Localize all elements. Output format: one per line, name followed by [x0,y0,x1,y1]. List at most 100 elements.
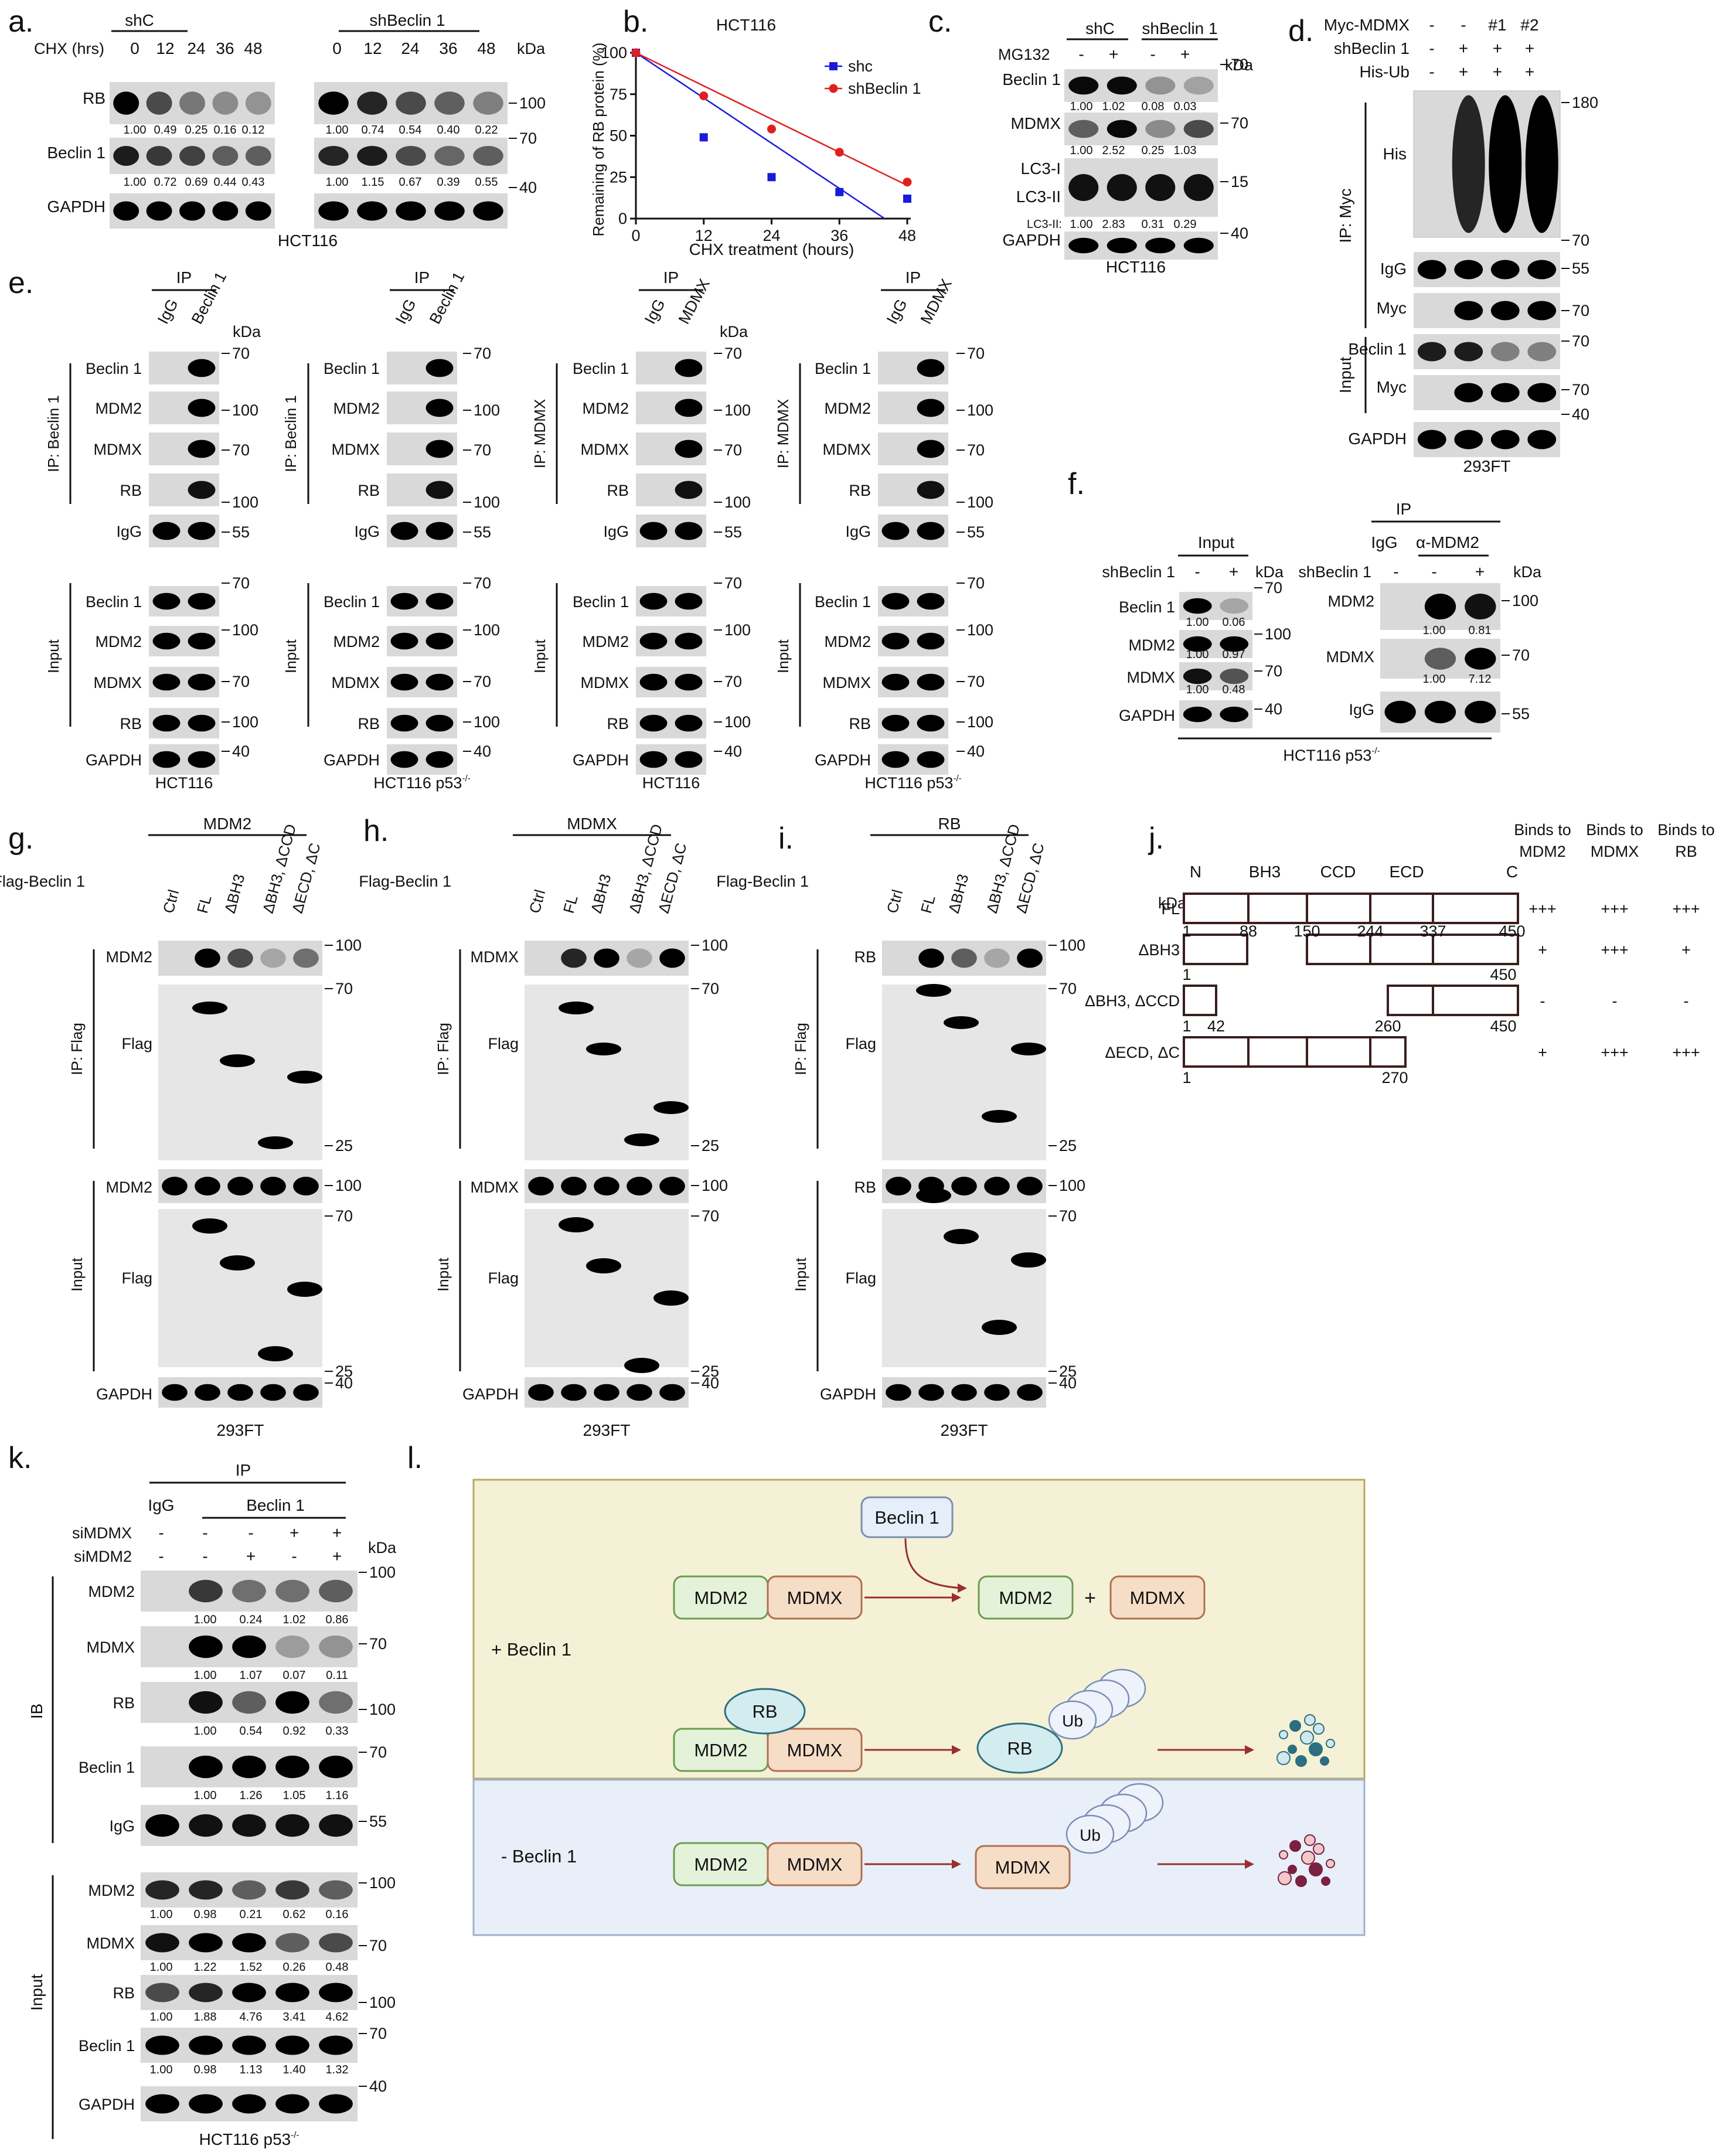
blot-a-bec-shb-band [357,145,387,166]
quant-value: 0.16 [326,1908,349,1921]
binding-score: +++ [1601,1044,1628,1061]
marker-label: 100 [724,401,751,419]
marker-label: 100 [232,621,258,639]
condition-label: siMDM2 [74,1548,132,1565]
blot-d-gapdh-band [1417,430,1446,449]
marker-label: 55 [1512,705,1530,723]
quant-value: 1.15 [362,176,384,189]
marker-label: 70 [474,673,491,690]
sign-label: + [1525,63,1534,81]
binding-score: - [1684,992,1689,1010]
blot-input-target-band [594,1177,619,1195]
blot-d-his-band [1489,95,1522,233]
blot-ip-target-band [1017,948,1043,968]
degraded-fragment [1301,1851,1315,1865]
residue-number: 260 [1374,1017,1401,1035]
construct-decdc [1183,1036,1407,1068]
marker-label: 100 [1512,592,1538,609]
cell-line-label: HCT116 p53-/- [373,774,470,792]
construct-dbh3-b [1306,934,1519,965]
marker-label: 40 [519,179,537,196]
blot-gapdh-band [627,1384,652,1401]
blot-e-input-band [152,632,181,650]
quant-value: 1.40 [283,2063,306,2076]
blot-k-ib-band [189,1755,223,1779]
sign-label: - [1078,45,1084,63]
row-label: GAPDH [324,751,380,769]
row-label: GAPDH [86,751,142,769]
quant-value: 1.52 [240,1961,263,1974]
marker-label: 40 [1572,406,1589,423]
quant-value: 1.00 [1070,100,1093,113]
ub-chain-circle [1048,1700,1097,1740]
marker-label: 100 [967,621,993,639]
construct-name: FL [1161,900,1180,918]
row-label: MDMX [823,674,871,692]
row-label: MDMX [471,948,519,966]
quant-value: 0.03 [1174,100,1197,113]
blot-e-ip-band [675,440,703,458]
quant-value: 1.07 [240,1669,263,1682]
row-label: MDM2 [1129,636,1176,654]
input-label: Input [28,1974,46,2011]
kda-label: kDa [720,323,748,340]
fit-line-1 [635,52,908,186]
sign-label: + [1493,63,1502,81]
blot-k-ib-band [275,1814,309,1837]
cell-line-label: HCT116 [1106,258,1166,276]
quant-value: 4.76 [240,2011,263,2024]
quant-value: 1.00 [124,124,147,137]
blot-c-gapdh-band [1068,237,1099,254]
binding-header-target: MDMX [1591,843,1639,860]
quant-value: 2.52 [1102,144,1125,157]
marker-label: 70 [1231,114,1248,132]
blot-e-input-band [917,714,945,732]
blot-input-target-band [627,1177,652,1195]
blot-e-ip-band [917,481,945,499]
blot-e-ip-band [675,359,703,377]
quant-value: 0.31 [1142,218,1165,231]
row-label: IgG [845,523,871,540]
flag-band [192,1002,227,1014]
chx-label: CHX (hrs) [34,40,104,57]
blot-k-ib-band [275,1579,309,1603]
marker-label: 100 [967,493,993,511]
quant-value: 2.83 [1102,218,1125,231]
blot-c-gapdh-band [1107,237,1137,254]
blot-k-ib-band [232,1635,266,1658]
blot-c-mdmx-band [1068,120,1099,138]
blot-a-rb-shc-band [179,91,205,115]
marker-label: 100 [335,936,362,954]
marker-label: 40 [1265,700,1282,718]
row-label: Beclin 1 [324,360,380,377]
quant-value: 0.86 [326,1613,349,1626]
marker-label: 70 [369,1937,387,1954]
blot-ip-target-band [561,948,587,968]
blot-a-bec-shb-band [473,145,503,166]
marker-label: 40 [335,1374,353,1392]
ip-header: IP [663,268,679,287]
lane-label: Ctrl [883,888,906,915]
quant-value: 1.02 [283,1613,306,1626]
marker-label: 70 [724,574,742,592]
dissociation-arrow-head [952,1593,961,1602]
marker-label: 100 [474,621,500,639]
blot-c-lc3-band [1183,174,1214,201]
timepoint-label: 36 [439,39,457,57]
blot-a-bec-shc-band [146,145,172,166]
blot-f-input-band [1183,636,1212,652]
blot-gapdh-band [951,1384,977,1401]
blot-d-myc-input-band [1490,383,1520,403]
flag-band [287,1282,322,1297]
blot-e-input-band [881,714,910,732]
blot-d-gapdh-band [1490,430,1520,449]
degraded-fragment [1300,1731,1314,1745]
panel-letter: c. [928,5,952,39]
quant-value: 0.98 [194,2063,217,2076]
quant-value: 0.74 [362,124,384,137]
sign-label: #2 [1520,16,1538,34]
blot-k-ib-band [232,1579,266,1603]
marker-label: 70 [967,345,985,362]
quant-value: 0.08 [1142,100,1165,113]
legend-entry: shc [848,57,873,75]
